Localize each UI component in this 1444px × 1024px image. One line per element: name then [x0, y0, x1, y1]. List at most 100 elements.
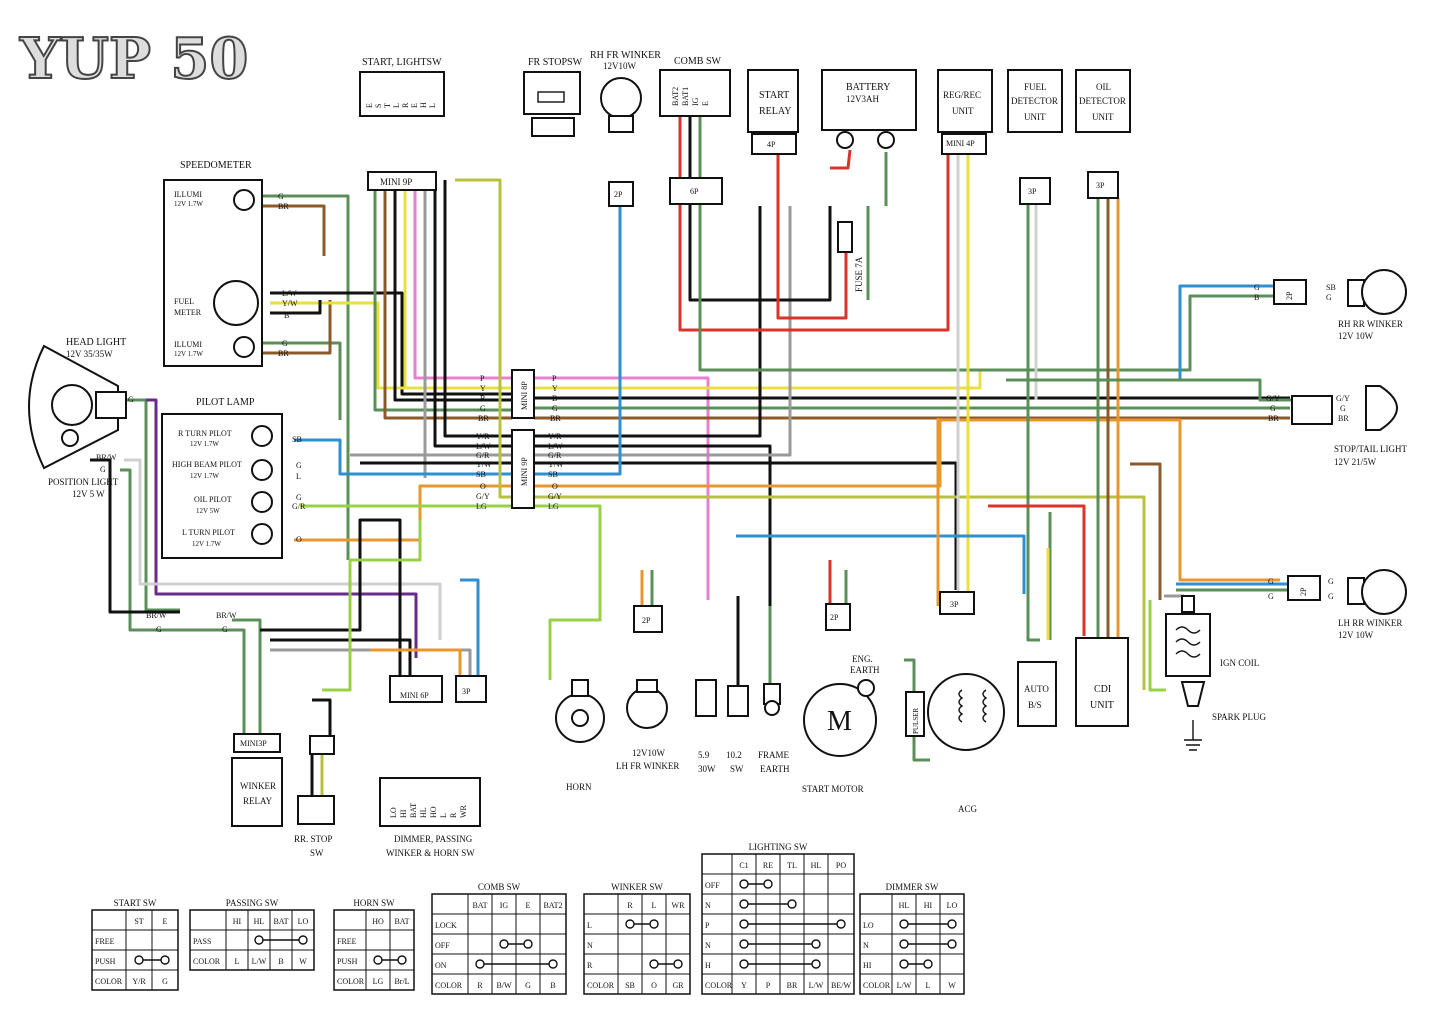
wire-67: [270, 638, 412, 676]
wire-code-54: G: [1328, 577, 1334, 586]
wire-71: [312, 698, 332, 736]
dimmer-switch-pin-3: HL: [419, 807, 428, 818]
wire-code-28: LG: [476, 502, 487, 511]
wire-code-18: B: [480, 394, 485, 403]
table-row-label: L: [587, 921, 592, 930]
table-color-cell: O: [651, 981, 657, 990]
table-title: PASSING SW: [226, 898, 279, 908]
wire-1: [262, 204, 326, 256]
dimmer-switch-pin-5: L: [439, 813, 448, 818]
table-color-cell: W: [299, 957, 307, 966]
head-light: HEAD LIGHT 12V 35/35W POSITION LIGHT 12V…: [28, 337, 127, 499]
rh-fr-winker-label: RH FR WINKER: [590, 50, 661, 61]
l-turn-pilot-spec: 12V 1.7W: [192, 540, 221, 548]
battery: BATTERY 12V3AH FUSE 7A: [821, 69, 917, 292]
horn-label: HORN: [566, 782, 592, 792]
wire-code-3: Y/W: [282, 299, 298, 308]
rr-stop-label-2: SW: [310, 848, 324, 858]
oil-detector-unit: OIL DETECTOR UNIT 3P: [1075, 69, 1131, 199]
table-contact: [373, 955, 383, 965]
table-contact: [739, 939, 749, 949]
rh-rr-winker: 2P RH RR WINKER 12V 10W: [1273, 269, 1407, 341]
start-motor-label: START MOTOR: [802, 784, 864, 794]
wire-code-4: B: [284, 311, 289, 320]
wire-14: [433, 190, 512, 448]
auto-bs-label-1: AUTO: [1024, 684, 1049, 694]
wire-code-49: G/Y: [1336, 394, 1350, 403]
oil-pilot-spec: 12V 5W: [196, 507, 220, 515]
speedometer: SPEEDOMETER ILLUMI 12V 1.7W FUEL METER I…: [163, 160, 263, 367]
table-row-label: N: [587, 941, 593, 950]
table-row-label: COLOR: [705, 981, 733, 990]
table-color-cell: R: [477, 981, 483, 990]
wire-68: [270, 648, 472, 676]
wire-48: [1060, 284, 1274, 382]
wire-29: [534, 461, 958, 590]
table-color-cell: W: [948, 981, 956, 990]
table-col-header: BAT2: [543, 901, 562, 910]
table-col-header: ST: [134, 917, 143, 926]
table-title: DIMMER SW: [886, 882, 939, 892]
start-light-switch-pin-4: R: [401, 102, 410, 108]
table-frame: [583, 893, 691, 995]
wire-21: [534, 376, 710, 600]
wire-7: [413, 190, 512, 380]
hi-beam-pilot-spec: 12V 1.7W: [190, 472, 219, 480]
oil-pilot-label: OIL PILOT: [194, 495, 232, 504]
wire-code-9: G: [100, 465, 106, 474]
table-contact: [787, 899, 797, 909]
acg-3p: 3P: [950, 600, 959, 609]
table-col-header: HO: [372, 917, 384, 926]
wire-code-6: BR: [278, 349, 289, 358]
thermo-switches: 5.9 30W 10.2 SW: [695, 679, 749, 774]
wire-code-24: Y/W: [476, 460, 492, 469]
lh-fr-winker: 2P 12V10W LH FR WINKER: [616, 605, 679, 771]
wire-code-32: G: [552, 404, 558, 413]
wire-43: [1026, 204, 1040, 642]
wire-code-47: G: [1270, 404, 1276, 413]
lh-rr-winker: 2P LH RR WINKER 12V 10W: [1287, 569, 1407, 640]
lh-rr-winker-label: LH RR WINKER: [1338, 618, 1402, 628]
table-color-cell: L: [926, 981, 931, 990]
wire-code-39: O: [552, 482, 558, 491]
wire-60: [126, 398, 180, 612]
wire-code-1: BR: [278, 202, 289, 211]
table-color-cell: BE/W: [831, 981, 851, 990]
table-col-header: HI: [924, 901, 933, 910]
wire-code-2: L/W: [282, 289, 297, 298]
wire-harness: [90, 116, 1292, 796]
reg-rec-label-1: REG/REC: [943, 90, 981, 100]
table-row-label: COLOR: [435, 981, 463, 990]
table-col-header: E: [526, 901, 531, 910]
table-contact: [548, 959, 558, 969]
rh-rr-winker-label: RH RR WINKER: [1338, 319, 1403, 329]
table-row-label: PASS: [193, 937, 211, 946]
rr-stop-switch: RR. STOP SW: [294, 735, 335, 858]
table-color-cell: Y/R: [132, 977, 146, 986]
l-turn-pilot-label: L TURN PILOT: [182, 528, 235, 537]
start-light-switch-pin-1: S: [374, 104, 383, 108]
table-title: COMB SW: [478, 882, 521, 892]
sw-102-label: 10.2: [726, 750, 742, 760]
wire-code-53: G: [1268, 592, 1274, 601]
comb-switch-pin-3: E: [701, 101, 710, 106]
wire-13: [443, 180, 512, 438]
wire-code-34: Y/R: [548, 432, 562, 441]
wire-code-20: BR: [478, 414, 489, 423]
stop-tail-light-spec: 12V 21/5W: [1334, 457, 1377, 467]
frame-earth: FRAME EARTH: [758, 683, 790, 774]
wire-code-19: G: [480, 404, 486, 413]
comb-switch-pin-1: BAT1: [681, 87, 690, 106]
reg-rec-label-2: UNIT: [952, 106, 974, 116]
battery-spec: 12V3AH: [846, 94, 879, 104]
table-col-header: HL: [811, 861, 822, 870]
table-contact: [763, 879, 773, 889]
wire-code-29: P: [552, 374, 557, 383]
table-col-header: L: [652, 901, 657, 910]
table-contact: [523, 939, 533, 949]
wire-18: [294, 484, 512, 542]
table-row-label: OFF: [705, 881, 720, 890]
wire-code-55: G: [1328, 592, 1334, 601]
